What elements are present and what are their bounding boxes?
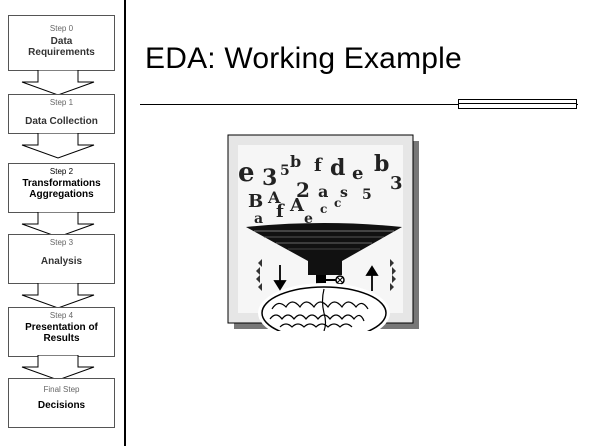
step-3-arrow-icon bbox=[21, 283, 95, 309]
step-0-label: Data Requirements bbox=[28, 36, 95, 58]
title-divider-box bbox=[458, 99, 577, 109]
svg-text:5: 5 bbox=[280, 163, 290, 179]
svg-text:2: 2 bbox=[296, 178, 310, 202]
svg-text:d: d bbox=[330, 155, 345, 181]
svg-text:c: c bbox=[320, 202, 327, 216]
step-1-number: Step 1 bbox=[49, 98, 74, 107]
svg-text:3: 3 bbox=[390, 173, 403, 194]
step-2-arrow-icon bbox=[21, 212, 95, 238]
svg-text:f: f bbox=[314, 155, 323, 176]
svg-text:f: f bbox=[276, 201, 285, 222]
step-4-box: Step 4 Presentation of Results bbox=[8, 307, 115, 357]
final-step-box: Final Step Decisions bbox=[8, 378, 115, 428]
step-3-box: Step 3 Analysis bbox=[8, 234, 115, 284]
step-1-box: Step 1 Data Collection bbox=[8, 94, 115, 134]
title-divider bbox=[140, 104, 578, 105]
svg-text:a: a bbox=[254, 211, 263, 227]
svg-text:a: a bbox=[318, 182, 328, 201]
step-4-arrow-icon bbox=[21, 355, 95, 381]
svg-text:b: b bbox=[374, 151, 389, 177]
svg-text:b: b bbox=[290, 152, 301, 171]
final-step-number: Final Step bbox=[43, 385, 80, 394]
process-sidebar: Step 0 Data Requirements Step 1 Data Col… bbox=[0, 0, 126, 446]
step-4-label: Presentation of Results bbox=[25, 322, 98, 344]
svg-text:e: e bbox=[304, 211, 313, 227]
svg-text:B: B bbox=[248, 191, 263, 212]
step-0-box: Step 0 Data Requirements bbox=[8, 15, 115, 71]
step-4-number: Step 4 bbox=[49, 311, 74, 320]
svg-text:3: 3 bbox=[262, 165, 277, 191]
svg-text:5: 5 bbox=[362, 187, 372, 203]
funnel-letters-into-brain-icon: e 3 5 b f d e b 3 B A 2 a s 5 a f A e c … bbox=[227, 134, 419, 331]
svg-text:c: c bbox=[334, 196, 341, 210]
step-2-box: Step 2 Transformations Aggregations bbox=[8, 163, 115, 213]
step-0-arrow-icon bbox=[21, 70, 95, 96]
step-3-number: Step 3 bbox=[49, 238, 74, 247]
step-3-label: Analysis bbox=[40, 256, 83, 267]
svg-text:A: A bbox=[289, 195, 305, 216]
svg-text:e: e bbox=[352, 163, 363, 184]
step-1-label: Data Collection bbox=[25, 116, 98, 127]
step-2-label: Transformations Aggregations bbox=[22, 178, 101, 200]
slide-title: EDA: Working Example bbox=[145, 42, 462, 75]
step-2-number: Step 2 bbox=[49, 167, 74, 176]
svg-text:s: s bbox=[340, 185, 348, 201]
step-1-arrow-icon bbox=[21, 133, 95, 159]
final-step-label: Decisions bbox=[37, 400, 86, 411]
svg-text:e: e bbox=[238, 158, 255, 188]
svg-text:A: A bbox=[267, 188, 281, 207]
step-0-number: Step 0 bbox=[49, 24, 74, 33]
